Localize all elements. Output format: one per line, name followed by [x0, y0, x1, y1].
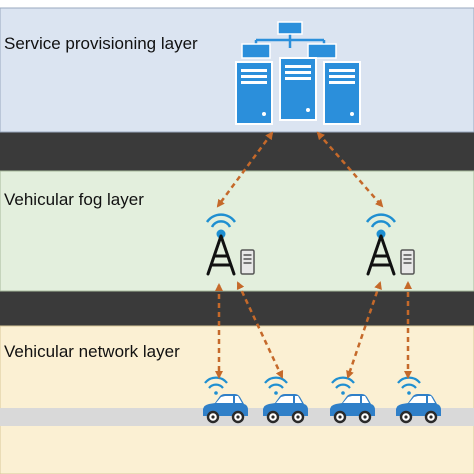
- link-server-fog-right: [316, 131, 384, 208]
- top-margin: [0, 0, 474, 8]
- fog-layer-label: Vehicular fog layer: [4, 190, 144, 209]
- network-layer-label: Vehicular network layer: [4, 342, 180, 361]
- server-cluster-icon: [235, 21, 361, 125]
- link-fog-car-3: [346, 281, 382, 379]
- link-server-fog-left: [216, 131, 274, 208]
- service-layer-label: Service provisioning layer: [4, 34, 198, 53]
